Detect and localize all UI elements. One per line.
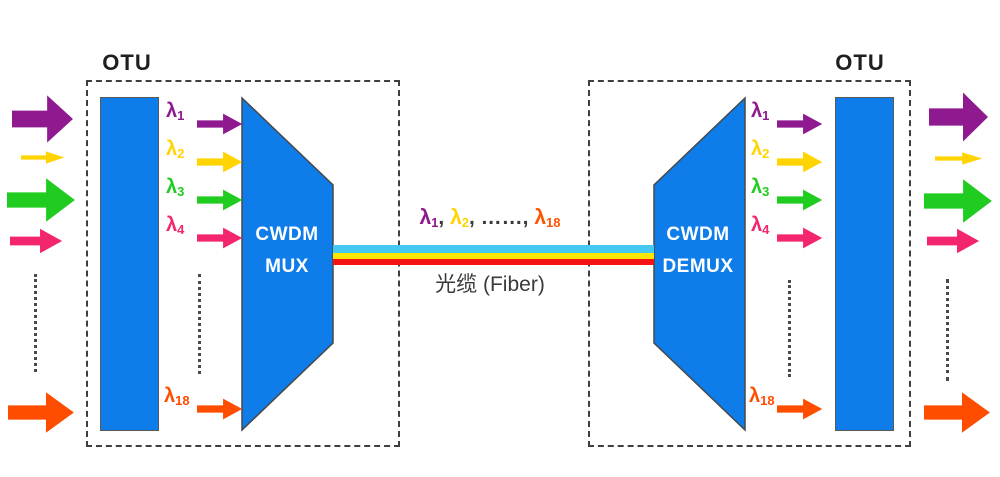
otu-left-label: OTU	[102, 50, 152, 75]
fiber-stripe-red	[333, 259, 654, 265]
mux-trapezoid	[241, 96, 334, 432]
fiber-label-part: λ18	[534, 206, 561, 230]
lambda-2-label-right: λ2	[751, 138, 770, 161]
lambda-4-arrow-right	[777, 227, 823, 249]
fiber-label-part: , ……,	[469, 206, 535, 229]
output-arrow-orange	[924, 392, 990, 433]
output-arrow-green	[924, 179, 992, 223]
transponder-right-rect	[835, 97, 894, 431]
ellipsis-dots-right-inner	[788, 280, 791, 377]
transponder-left-rect	[100, 97, 159, 431]
demux-label: CWDM DEMUX	[662, 224, 734, 277]
lambda-3-arrow-left	[197, 189, 243, 211]
mux-label: CWDM MUX	[255, 224, 319, 277]
lambda-1-label-left: λ1	[166, 100, 185, 123]
lambda-18-arrow-right	[777, 398, 823, 420]
ellipsis-dots-left-outer	[34, 274, 37, 372]
ellipsis-dots-left-inner	[198, 274, 201, 374]
lambda-3-label-right: λ3	[751, 176, 770, 199]
lambda-3-arrow-right	[777, 189, 823, 211]
lambda-18-arrow-left	[197, 398, 243, 420]
lambda-2-arrow-right	[777, 151, 823, 173]
fiber-wavelengths-label: λ1, λ2, ……, λ18	[385, 206, 595, 230]
demux-trapezoid	[653, 96, 746, 432]
lambda-4-label-left: λ4	[166, 214, 185, 237]
fiber-label-part: λ1	[419, 206, 439, 230]
lambda-2-label-left: λ2	[166, 138, 185, 161]
ellipsis-dots-right-outer	[946, 279, 949, 381]
fiber-label-part: λ2	[450, 206, 469, 230]
lambda-1-label-right: λ1	[751, 100, 770, 123]
fiber-cable-label: 光缆 (Fiber)	[435, 273, 545, 296]
output-arrow-yellow	[935, 152, 983, 165]
output-arrow-purple	[929, 92, 988, 142]
lambda-1-arrow-left	[197, 113, 243, 135]
input-arrow-purple	[12, 95, 73, 143]
lambda-4-arrow-left	[197, 227, 243, 249]
fiber-stripe-yellow	[333, 253, 654, 259]
lambda-3-label-left: λ3	[166, 176, 185, 199]
input-arrow-yellow	[21, 151, 65, 164]
input-arrow-green	[7, 178, 75, 222]
fiber-stripe-cyan	[333, 245, 654, 253]
input-arrow-pink	[10, 228, 63, 254]
lambda-4-label-right: λ4	[751, 214, 770, 237]
input-arrow-orange	[8, 392, 74, 433]
lambda-18-label-right: λ18	[749, 385, 775, 408]
output-arrow-pink	[927, 228, 980, 254]
fiber-cable	[333, 245, 654, 265]
lambda-18-label-left: λ18	[164, 385, 190, 408]
otu-right-label: OTU	[835, 50, 885, 75]
fiber-label-part: ,	[438, 206, 451, 229]
lambda-1-arrow-right	[777, 113, 823, 135]
lambda-2-arrow-left	[197, 151, 243, 173]
